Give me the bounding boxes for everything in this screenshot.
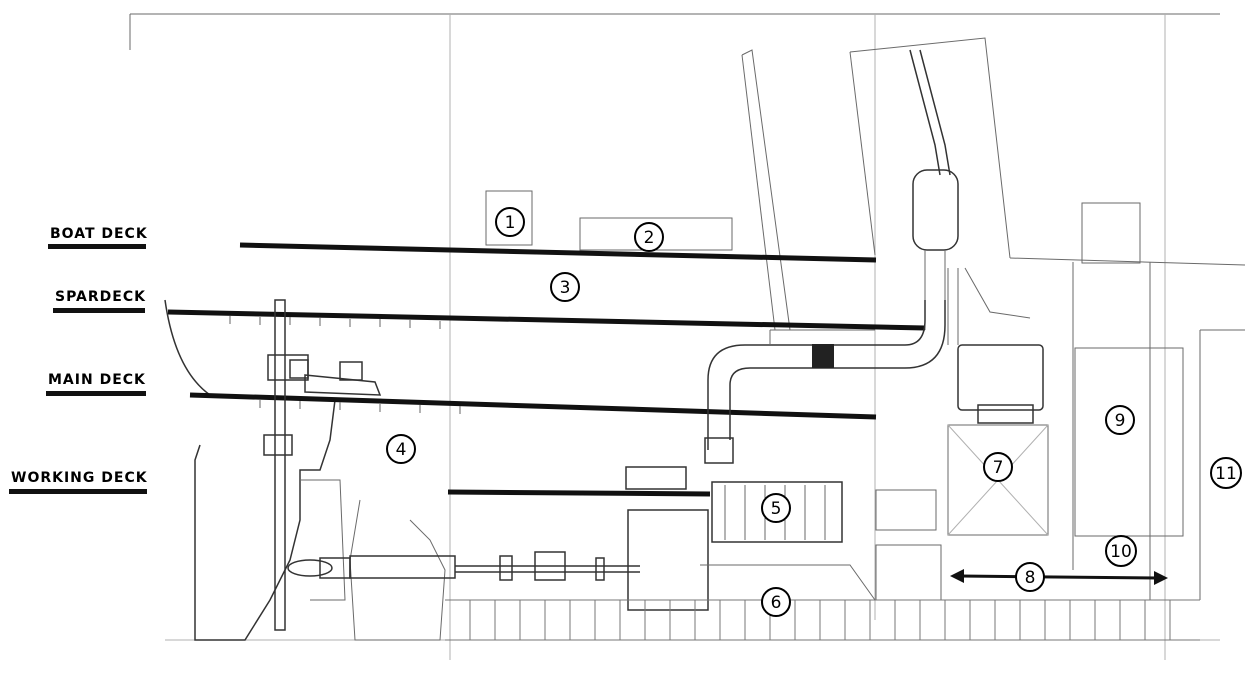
callout-8-label: 8 bbox=[1025, 568, 1036, 588]
aux-generator bbox=[947, 267, 1044, 424]
deck-label-boat-deck: BOAT DECK bbox=[48, 226, 148, 249]
callout-4: 4 bbox=[386, 434, 416, 464]
spardeck-label: SPARDECK bbox=[55, 289, 146, 305]
callout-2-label: 2 bbox=[644, 228, 655, 248]
main-deck-label: MAIN DECK bbox=[48, 372, 146, 388]
callout-1: 1 bbox=[495, 207, 525, 237]
callout-7: 7 bbox=[983, 452, 1013, 482]
callout-11-label: 11 bbox=[1215, 464, 1237, 484]
callout-5-label: 5 bbox=[771, 499, 782, 519]
double-bottom bbox=[445, 599, 1200, 641]
boat-deck-line bbox=[239, 242, 877, 263]
deck-label-spardeck: SPARDECK bbox=[53, 289, 146, 313]
callout-2: 2 bbox=[634, 222, 664, 252]
callout-10-label: 10 bbox=[1110, 542, 1132, 562]
working-deck-line bbox=[447, 489, 711, 497]
working-deck-label: WORKING DECK bbox=[11, 470, 148, 486]
callout-3: 3 bbox=[550, 272, 580, 302]
callout-10: 10 bbox=[1105, 535, 1137, 567]
callout-9: 9 bbox=[1105, 405, 1135, 435]
callout-5: 5 bbox=[761, 493, 791, 523]
boat-deck-label: BOAT DECK bbox=[50, 226, 148, 242]
callout-4-label: 4 bbox=[396, 440, 407, 460]
steering-gear bbox=[263, 299, 382, 631]
main-engine bbox=[625, 466, 876, 611]
main-deck-line bbox=[189, 392, 877, 420]
callout-8: 8 bbox=[1015, 562, 1045, 592]
spardeck-line bbox=[167, 309, 926, 331]
deck-frame-ticks bbox=[229, 316, 461, 414]
callout-6-label: 6 bbox=[771, 593, 782, 613]
drawing-frame bbox=[129, 13, 1245, 660]
hull-stern-outline bbox=[164, 299, 446, 641]
callout-7-label: 7 bbox=[993, 458, 1004, 478]
superstructure bbox=[485, 37, 1246, 600]
callout-6: 6 bbox=[761, 587, 791, 617]
propeller-shaft bbox=[287, 551, 640, 581]
callout-1-label: 1 bbox=[505, 213, 516, 233]
exhaust-pipe bbox=[704, 300, 946, 464]
callout-11: 11 bbox=[1210, 457, 1242, 489]
callout-3-label: 3 bbox=[560, 278, 571, 298]
dimension-arrow bbox=[950, 569, 1168, 585]
callout-9-label: 9 bbox=[1115, 411, 1126, 431]
deck-lines bbox=[167, 242, 926, 497]
deck-label-main-deck: MAIN DECK bbox=[46, 372, 146, 396]
deck-label-working-deck: WORKING DECK bbox=[9, 470, 148, 494]
